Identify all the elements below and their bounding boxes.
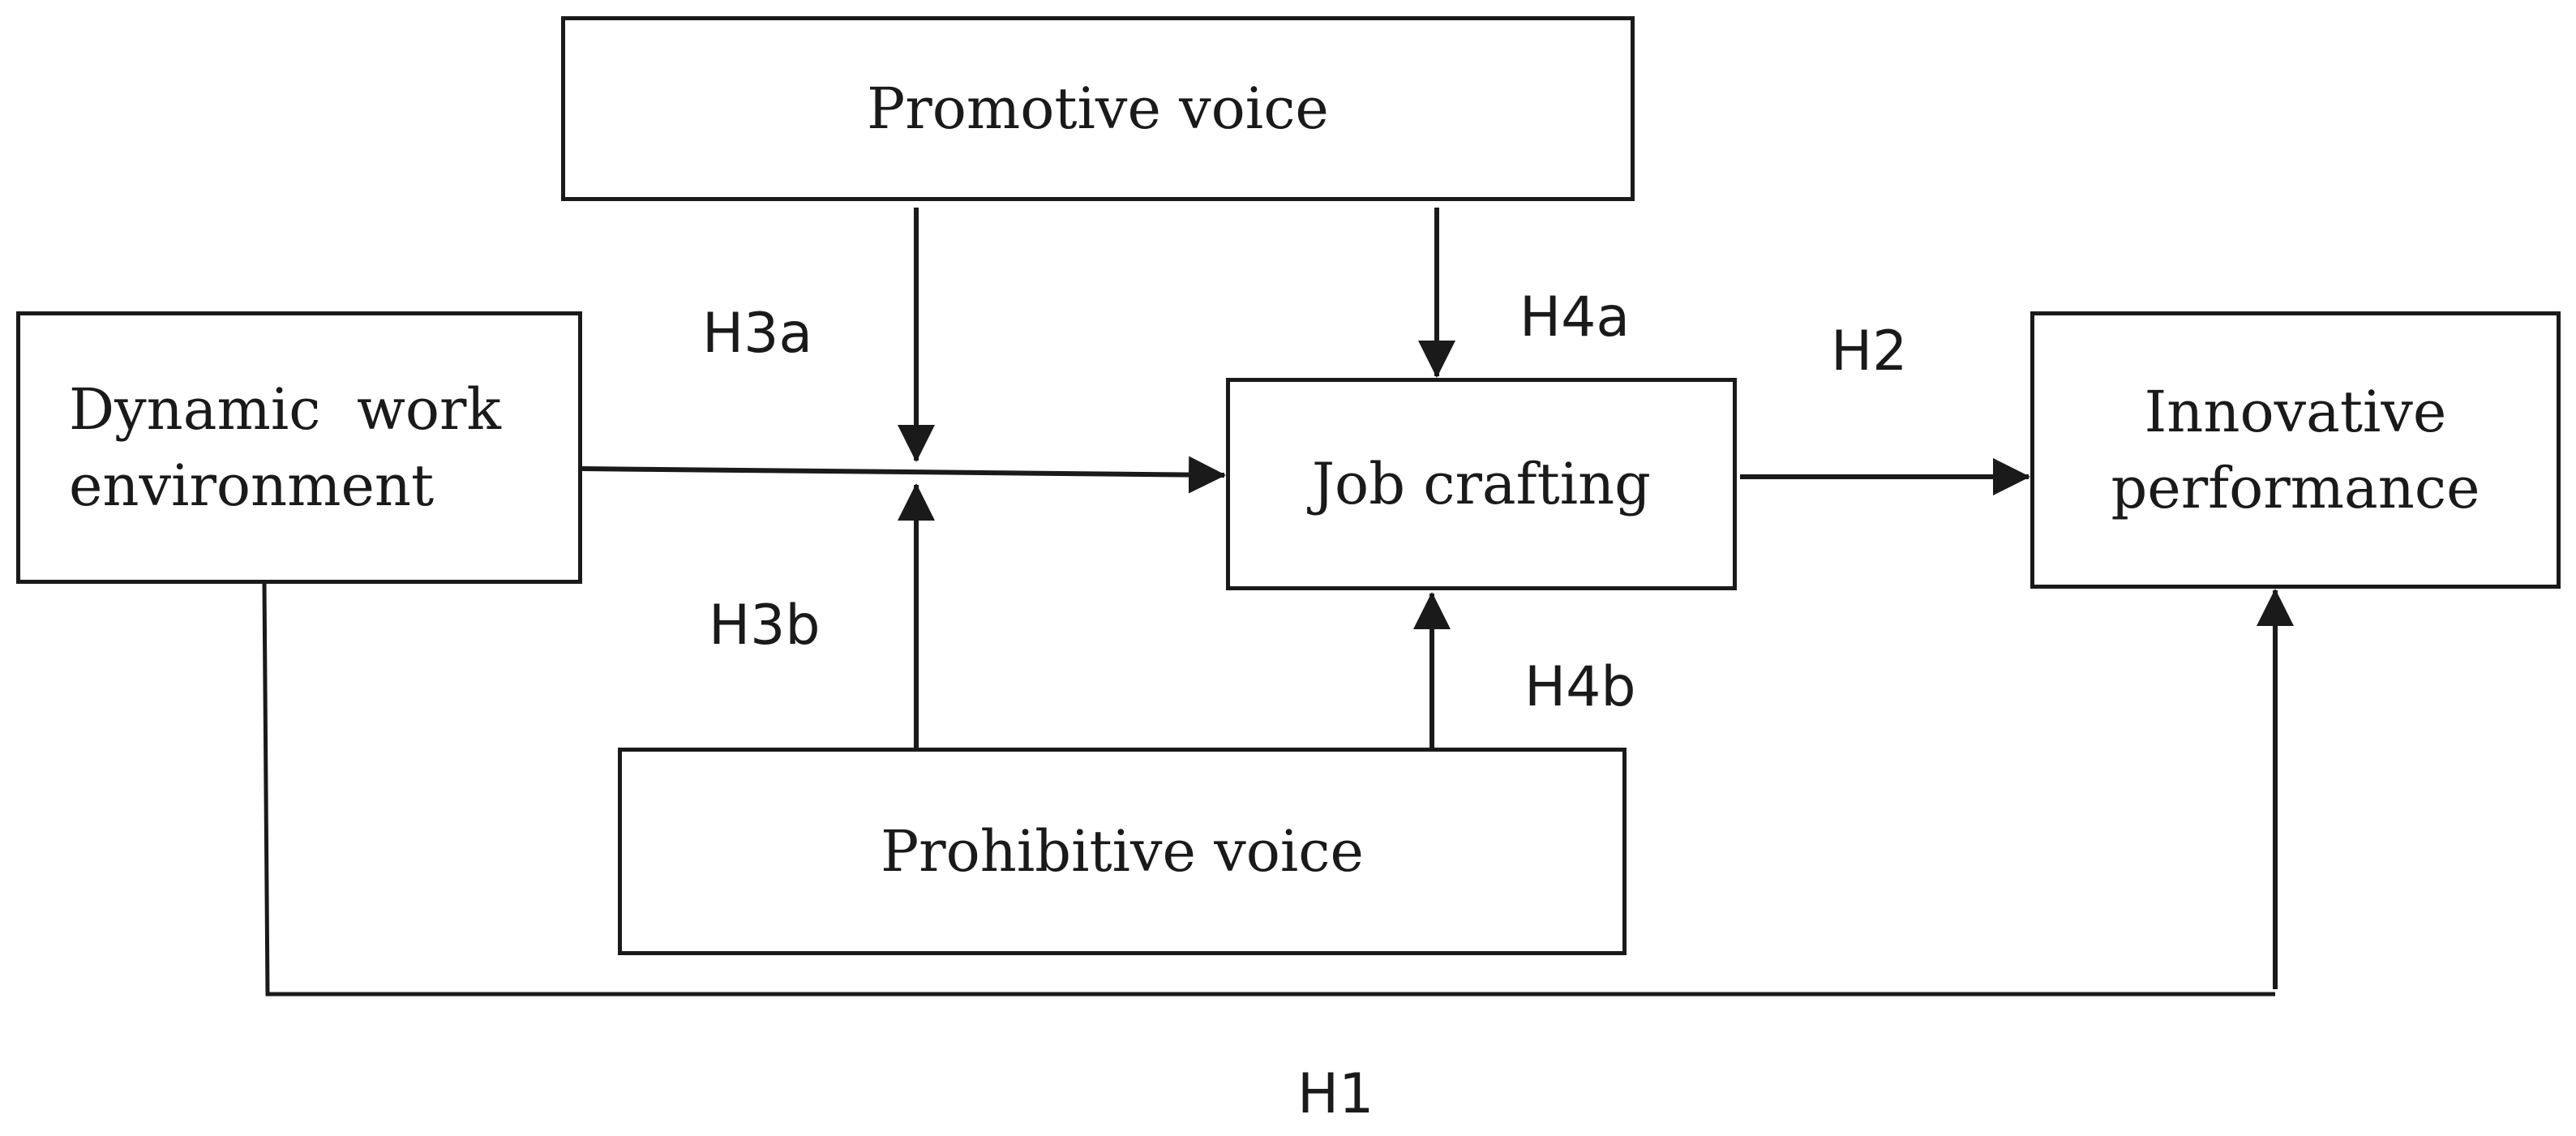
innovative-performance-label-line1: Innovative bbox=[2144, 378, 2447, 445]
hypothesis-h3b-label: H3b bbox=[709, 594, 821, 658]
job-crafting-box: Job crafting bbox=[1226, 378, 1737, 590]
hypothesis-h4a-label: H4a bbox=[1519, 285, 1631, 349]
hypothesis-h3a-label: H3a bbox=[702, 302, 813, 366]
arrow-dynamic-to-innovative-h1 bbox=[262, 583, 2275, 997]
hypothesis-h1-label: H1 bbox=[1297, 1062, 1374, 1126]
arrow-dynamic-to-jobcrafting bbox=[581, 456, 1226, 494]
dynamic-work-environment-box: Dynamic work environment bbox=[16, 311, 582, 584]
prohibitive-voice-box: Prohibitive voice bbox=[618, 748, 1627, 955]
job-crafting-label: Job crafting bbox=[1312, 450, 1651, 517]
hypothesis-h4b-label: H4b bbox=[1524, 655, 1636, 719]
dynamic-work-environment-label-line2: environment bbox=[69, 452, 435, 519]
dynamic-work-environment-label-line1: Dynamic work bbox=[69, 375, 501, 443]
promotive-voice-label: Promotive voice bbox=[867, 75, 1329, 142]
hypothesis-h2-label: H2 bbox=[1831, 319, 1908, 384]
prohibitive-voice-label: Prohibitive voice bbox=[881, 817, 1364, 885]
promotive-voice-box: Promotive voice bbox=[561, 16, 1635, 201]
innovative-performance-box: Innovative performance bbox=[2030, 311, 2561, 589]
innovative-performance-label-line2: performance bbox=[2111, 455, 2480, 521]
